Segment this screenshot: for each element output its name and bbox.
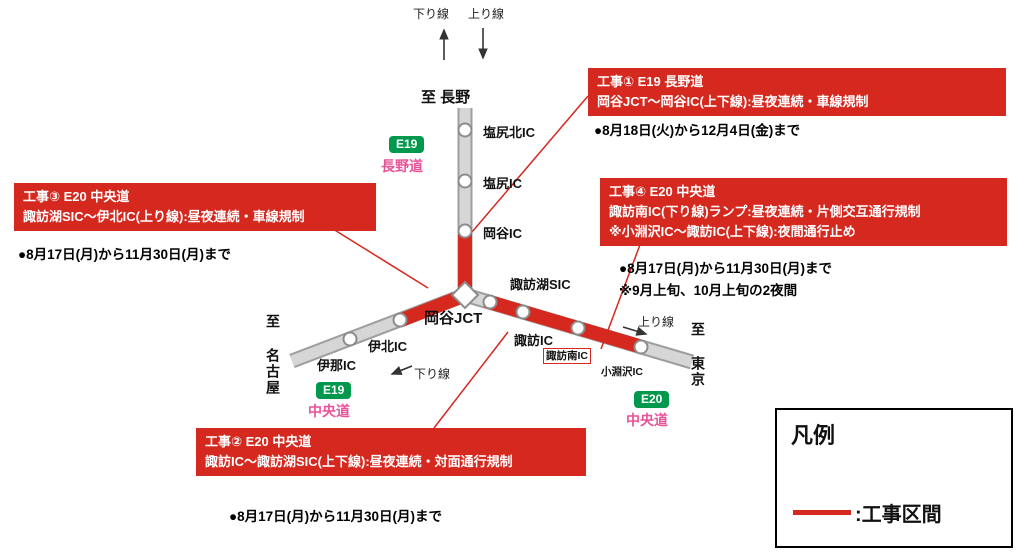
destination-nagoya: 至 名古屋 — [265, 314, 281, 396]
notice-kouji2-title: 工事② E20 中央道 — [205, 434, 312, 449]
notice-kouji4-detail: 諏訪南IC(下り線)ランプ:昼夜連続・片側交互通行規制 — [609, 204, 921, 220]
ic-circles — [342, 122, 649, 355]
connector-notice4 — [600, 241, 642, 350]
left-branch-down-line-label: 下り線 — [414, 367, 451, 381]
legend-construction-label: :工事区間 — [855, 504, 942, 526]
route-name-chuo-expwy-west: 中央道 — [308, 403, 350, 419]
notice-kouji3-detail: 諏訪湖SIC〜伊北IC(上り線):昼夜連続・車線規制 — [23, 209, 305, 225]
route-badge-e19-nagano: E19 — [389, 136, 425, 153]
jct-label-okaya: 岡谷JCT — [424, 310, 483, 327]
top-down-line-label: 下り線 — [413, 7, 450, 21]
notice-kouji4-title: 工事④ E20 中央道 — [609, 184, 716, 199]
ic-circle-ina — [342, 331, 358, 347]
destination-tokyo: 至 東京 — [690, 322, 706, 388]
ic-label-suwa-minami-highlighted: 諏訪南IC — [543, 348, 591, 364]
connector-notice1 — [471, 95, 589, 233]
connector-notice3 — [332, 228, 429, 289]
ic-label-suwa: 諏訪IC — [514, 333, 554, 348]
right-branch-up-arrow-icon — [622, 326, 648, 336]
ic-circle-suwako-sic — [482, 294, 498, 310]
notice-kouji1-box: 工事① E19 長野道 岡谷JCT〜岡谷IC(上下線):昼夜連続・車線規制 — [588, 68, 1006, 117]
notice-kouji4-box: 工事④ E20 中央道 諏訪南IC(下り線)ランプ:昼夜連続・片側交互通行規制 … — [600, 178, 1007, 247]
okaya-jct-diamond — [450, 280, 480, 310]
route-name-chuo-expwy-east: 中央道 — [626, 412, 668, 428]
legend-title: 凡例 — [791, 423, 836, 448]
right-branch-up-line-label: 上り線 — [638, 315, 675, 329]
notice-kouji2-detail: 諏訪IC〜諏訪湖SIC(上下線):昼夜連続・対面通行規制 — [205, 454, 513, 470]
ic-circle-shiojiri-kita — [457, 122, 473, 138]
ic-label-kobuchizawa: 小淵沢IC — [601, 366, 643, 378]
ic-label-shiojiri-kita: 塩尻北IC — [483, 125, 536, 140]
ic-circle-suwa-minami — [570, 320, 586, 336]
direction-arrows — [390, 28, 648, 375]
notice-kouji1-title: 工事① E19 長野道 — [597, 74, 704, 89]
ic-label-ina: 伊那IC — [317, 358, 357, 373]
ic-label-okaya: 岡谷IC — [483, 226, 523, 241]
construction-zone-swatch — [793, 510, 851, 515]
notice-kouji4-date: ●8月17日(月)から11月30日(月)まで — [619, 261, 832, 276]
ic-circle-shiojiri — [457, 173, 473, 189]
route-badge-e19-chuo: E19 — [316, 382, 352, 399]
notice-kouji3-date: ●8月17日(月)から11月30日(月)まで — [18, 247, 231, 262]
top-up-line-label: 上り線 — [468, 7, 505, 21]
notice-kouji1-detail: 岡谷JCT〜岡谷IC(上下線):昼夜連続・車線規制 — [597, 94, 869, 110]
notice-kouji3-title: 工事③ E20 中央道 — [23, 189, 130, 204]
notice-kouji2-box: 工事② E20 中央道 諏訪IC〜諏訪湖SIC(上下線):昼夜連続・対面通行規制 — [196, 428, 586, 477]
construction-segment-suwako-kobuchizawa — [484, 294, 644, 354]
notice-kouji1-date: ●8月18日(火)から12月4日(金)まで — [594, 123, 801, 138]
ic-circle-okaya — [457, 223, 473, 239]
notice-connector-lines — [332, 95, 642, 429]
notice-kouji2-date: ●8月17日(月)から11月30日(月)まで — [229, 509, 442, 524]
route-badge-e20-chuo: E20 — [634, 391, 670, 408]
ic-label-suwako-sic: 諏訪湖SIC — [510, 277, 571, 292]
notice-kouji4-date-note: ※9月上旬、10月上旬の2夜間 — [619, 283, 798, 298]
route-name-nagano-expwy: 長野道 — [381, 158, 423, 174]
ic-circle-kobuchizawa — [633, 339, 649, 355]
legend-box: 凡例 :工事区間 — [775, 408, 1013, 548]
ic-label-shiojiri: 塩尻IC — [483, 176, 523, 191]
left-branch-down-arrow-icon — [390, 365, 413, 375]
notice-kouji4-detail2: ※小淵沢IC〜諏訪IC(上下線):夜間通行止め — [609, 224, 856, 240]
destination-nagano: 至 長野 — [421, 89, 471, 106]
notice-kouji3-box: 工事③ E20 中央道 諏訪湖SIC〜伊北IC(上り線):昼夜連続・車線規制 — [14, 183, 376, 232]
ic-circle-suwa — [515, 304, 531, 320]
connector-notice2 — [433, 331, 509, 429]
ic-circle-ihoku — [392, 312, 408, 328]
construction-segment-suwako-ihoku — [396, 289, 466, 328]
ic-label-ihoku: 伊北IC — [368, 339, 408, 354]
